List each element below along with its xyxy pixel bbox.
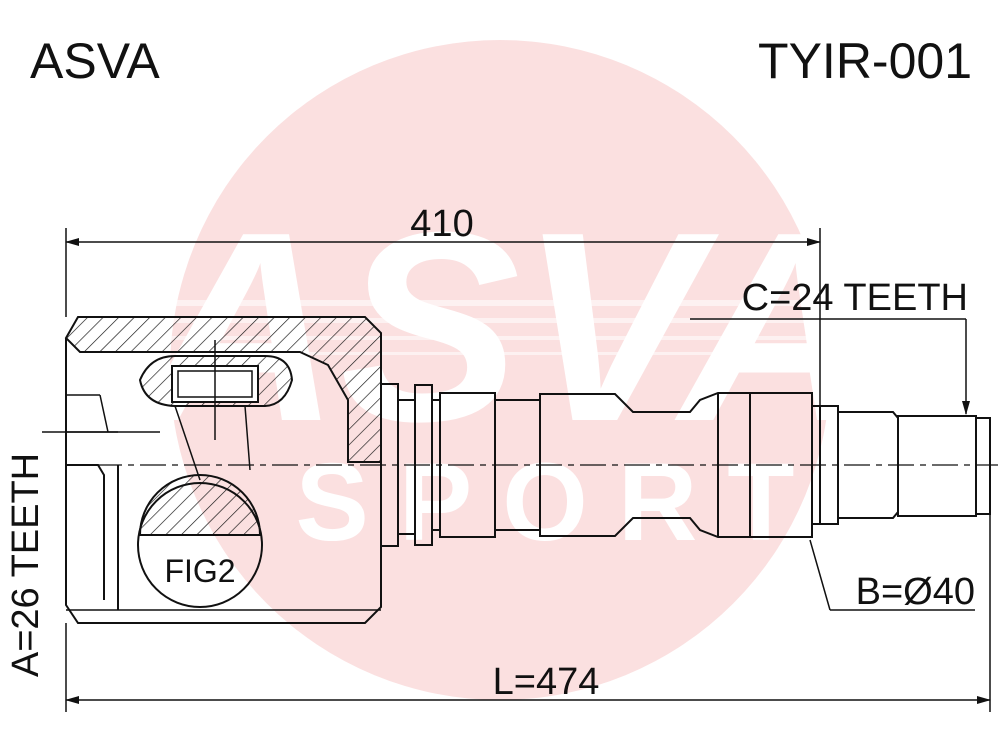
overall-length-dimension: L=474 — [493, 661, 600, 703]
asva-watermark-logo: ASVA SPORT — [0, 40, 1000, 700]
inner-spline-teeth: A=26 TEETH — [5, 453, 47, 677]
joint-housing — [64, 316, 382, 624]
brand-title: ASVA — [30, 33, 160, 89]
dimension-lines — [42, 228, 991, 712]
outer-spline-teeth: C=24 TEETH — [742, 277, 968, 319]
part-number: TYIR-001 — [758, 33, 972, 89]
seal-diameter: B=Ø40 — [856, 571, 975, 613]
detail-label: FIG2 — [164, 553, 235, 589]
shaft-length-dimension: 410 — [410, 203, 473, 245]
